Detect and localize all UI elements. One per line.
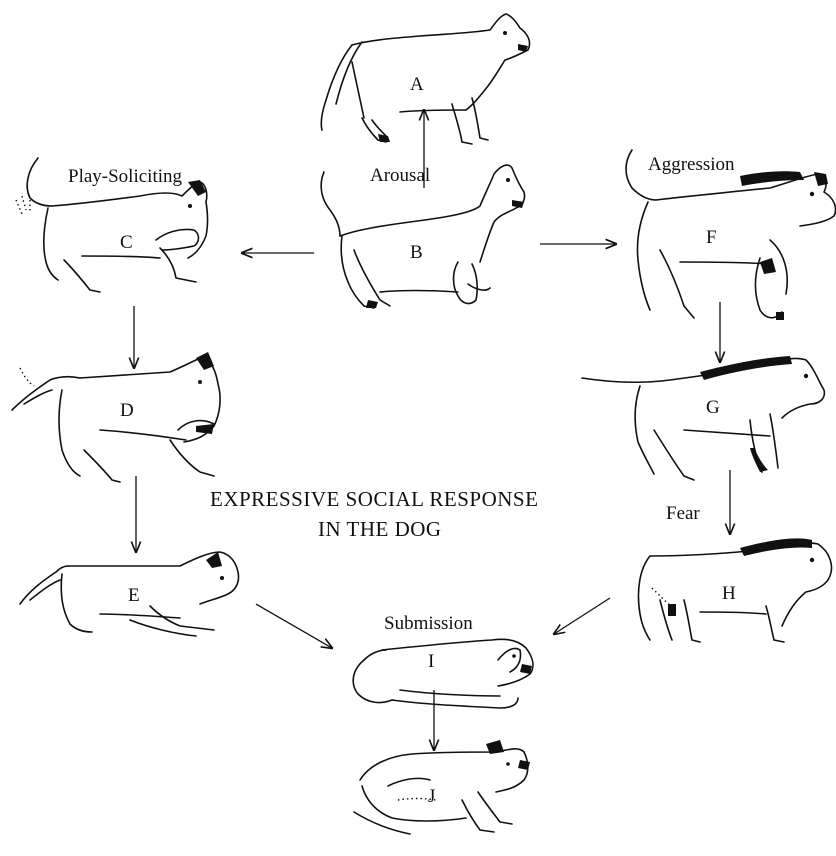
label-i: I bbox=[428, 651, 434, 672]
label-d: D bbox=[120, 400, 134, 421]
dog-i-drawing bbox=[353, 639, 533, 708]
category-arousal: Arousal bbox=[370, 165, 430, 186]
category-submission: Submission bbox=[384, 613, 473, 634]
dog-g-drawing bbox=[582, 356, 824, 480]
label-g: G bbox=[706, 397, 720, 418]
arrow-h-to-i bbox=[554, 598, 610, 634]
dog-j-drawing bbox=[354, 740, 530, 834]
diagram-title-line1: EXPRESSIVE SOCIAL RESPONSE bbox=[210, 487, 538, 511]
label-e: E bbox=[128, 585, 140, 606]
category-fear: Fear bbox=[666, 503, 700, 524]
dog-f-drawing bbox=[626, 150, 836, 320]
arrow-e-to-i bbox=[256, 604, 332, 648]
label-a: A bbox=[410, 74, 424, 95]
category-aggression: Aggression bbox=[648, 154, 735, 175]
label-j: J bbox=[428, 786, 435, 807]
label-c: C bbox=[120, 232, 133, 253]
dog-d-drawing bbox=[12, 352, 220, 482]
diagram-title-line2: IN THE DOG bbox=[318, 517, 442, 541]
dog-b-drawing bbox=[321, 165, 524, 308]
label-h: H bbox=[722, 583, 736, 604]
dog-a-drawing bbox=[321, 14, 529, 144]
label-f: F bbox=[706, 227, 717, 248]
label-b: B bbox=[410, 242, 423, 263]
category-play-soliciting: Play-Soliciting bbox=[68, 166, 183, 187]
